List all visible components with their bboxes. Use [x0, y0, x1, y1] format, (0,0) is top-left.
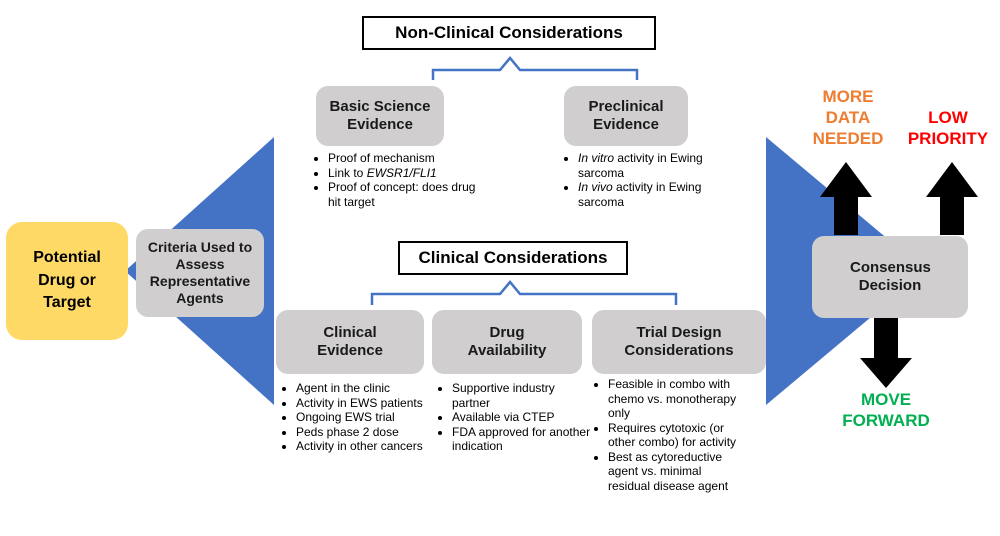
criteria-box: Criteria Used to Assess Representative A…	[136, 229, 264, 317]
consensus-decision-box: Consensus Decision	[812, 236, 968, 318]
clinical-header-label: Clinical Considerations	[418, 248, 608, 267]
list-item: Link to EWSR1/FLI1	[328, 166, 488, 181]
arrow-up-low-priority	[926, 162, 978, 235]
list-item: Agent in the clinic	[296, 381, 426, 396]
basic-science-title: Basic Science Evidence	[329, 98, 431, 133]
clinical-bracket	[370, 280, 678, 305]
arrow-down-move-forward	[860, 318, 912, 388]
trial-design-bullets: Feasible in combo with chemo vs. monothe…	[592, 377, 742, 493]
list-item: Peds phase 2 dose	[296, 425, 426, 440]
list-item: Proof of concept: does drug hit target	[328, 180, 488, 209]
criteria-label: Criteria Used to Assess Representative A…	[147, 239, 253, 306]
drug-availability-box: Drug Availability	[432, 310, 582, 374]
list-item: Ongoing EWS trial	[296, 410, 426, 425]
list-item: Best as cytoreductive agent vs. minimal …	[608, 450, 742, 494]
list-item: Requires cytotoxic (or other combo) for …	[608, 421, 742, 450]
trial-design-box: Trial Design Considerations	[592, 310, 766, 374]
clinical-evidence-box: Clinical Evidence	[276, 310, 424, 374]
drug-availability-bullets: Supportive industry partner Available vi…	[436, 381, 592, 454]
list-item: Available via CTEP	[452, 410, 592, 425]
arrow-up-more-data	[820, 162, 872, 235]
nonclinical-bracket	[431, 56, 639, 80]
consensus-decision-label: Consensus Decision	[850, 259, 931, 294]
preclinical-title: Preclinical Evidence	[588, 98, 664, 133]
preclinical-bullets: In vitro activity in Ewing sarcoma In vi…	[562, 151, 728, 209]
trial-design-title: Trial Design Considerations	[624, 324, 734, 359]
nonclinical-header-label: Non-Clinical Considerations	[395, 23, 623, 42]
clinical-evidence-bullets: Agent in the clinic Activity in EWS pati…	[280, 381, 426, 454]
list-item: Supportive industry partner	[452, 381, 592, 410]
list-item: Feasible in combo with chemo vs. monothe…	[608, 377, 742, 421]
move-forward-label: MOVE FORWARD	[842, 390, 930, 430]
clinical-evidence-title: Clinical Evidence	[317, 324, 383, 359]
potential-drug-box: Potential Drug or Target	[6, 222, 128, 340]
basic-science-bullets: Proof of mechanism Link to EWSR1/FLI1 Pr…	[312, 151, 488, 209]
nonclinical-header: Non-Clinical Considerations	[362, 16, 656, 50]
list-item: Activity in other cancers	[296, 439, 426, 454]
potential-drug-label: Potential Drug or Target	[33, 249, 101, 312]
clinical-header: Clinical Considerations	[398, 241, 628, 275]
drug-availability-title: Drug Availability	[467, 324, 547, 359]
list-item: Proof of mechanism	[328, 151, 488, 166]
more-data-needed-label: MORE DATA NEEDED	[812, 87, 884, 148]
list-item: In vivo activity in Ewing sarcoma	[578, 180, 728, 209]
preclinical-box: Preclinical Evidence	[564, 86, 688, 146]
list-item: FDA approved for another indication	[452, 425, 592, 454]
list-item: Activity in EWS patients	[296, 396, 426, 411]
list-item: In vitro activity in Ewing sarcoma	[578, 151, 728, 180]
basic-science-box: Basic Science Evidence	[316, 86, 444, 146]
low-priority-label: LOW PRIORITY	[907, 108, 989, 148]
